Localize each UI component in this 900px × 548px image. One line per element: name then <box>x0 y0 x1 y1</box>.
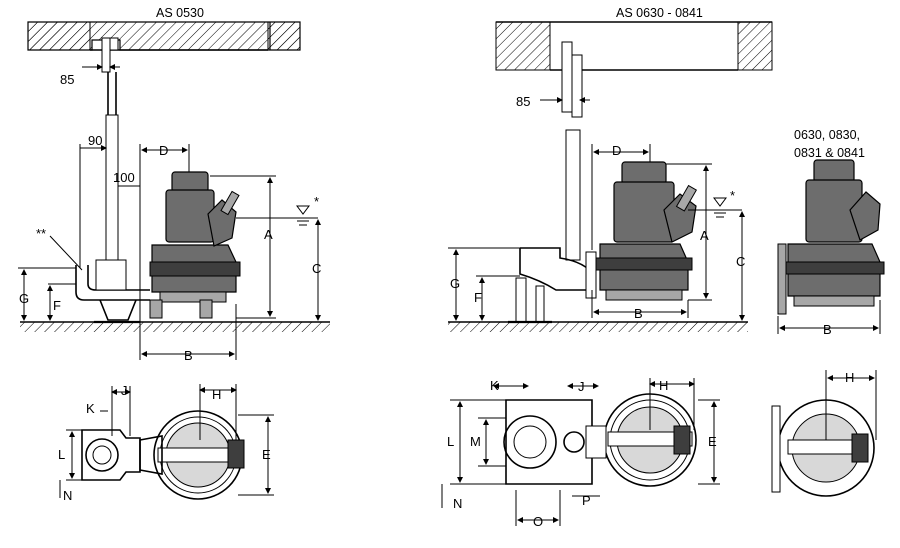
dim-k-right-label: K <box>490 378 499 393</box>
ceiling-slab-right <box>495 21 773 71</box>
top-view-as0530: H J K L E N <box>58 383 274 503</box>
dim-d-right-label: D <box>612 143 621 158</box>
dim-g-label: G <box>19 291 29 306</box>
dim-l-right-label: L <box>447 434 454 449</box>
dim-j-right-label: J <box>578 379 585 394</box>
pump-body-as0630 <box>595 161 698 301</box>
pump-body-as0530 <box>149 171 241 319</box>
side-view-as0630: AS 0630 - 0841 85 D <box>448 6 773 332</box>
dim-n-left-label: N <box>63 488 72 503</box>
dim-e-left-label: E <box>262 447 271 462</box>
dim-o-right-label: O <box>533 514 543 529</box>
dim-85-label: 85 <box>60 72 74 87</box>
dim-b-right-label: B <box>634 306 643 321</box>
dim-a-right-label: A <box>700 228 709 243</box>
dim-90-label: 90 <box>88 133 102 148</box>
top-view-variant: H <box>771 370 877 497</box>
dim-d-label: D <box>159 143 168 158</box>
title-as0630-0841: AS 0630 - 0841 <box>616 6 703 20</box>
double-star-note: ** <box>36 226 46 241</box>
top-view-as0630: K J H L M E N O P <box>441 378 720 529</box>
dim-l-left-label: L <box>58 447 65 462</box>
dim-j-left-label: J <box>121 383 128 398</box>
dim-c-label: C <box>312 261 321 276</box>
dim-f-label: F <box>53 298 61 313</box>
discharge-pipe-as0530 <box>75 259 150 324</box>
dim-g-right-label: G <box>450 276 460 291</box>
star-note: * <box>314 194 319 209</box>
side-view-variant: 0630, 0830, 0831 & 0841 B <box>777 128 885 337</box>
dim-m-right-label: M <box>470 434 481 449</box>
star-note-right: * <box>730 188 735 203</box>
dim-100-label: 100 <box>113 170 135 185</box>
dim-f-right-label: F <box>474 290 482 305</box>
dim-k-left-label: K <box>86 401 95 416</box>
dim-85-right-label: 85 <box>516 94 530 109</box>
side-view-as0530: AS 0530 85 90 100 D <box>18 6 330 363</box>
dim-h-right-label: H <box>659 378 668 393</box>
variant-title-line1: 0630, 0830, <box>794 128 860 142</box>
dim-h-variant-label: H <box>845 370 854 385</box>
dim-b-variant-label: B <box>823 322 832 337</box>
dim-c-right-label: C <box>736 254 745 269</box>
dim-p-right-label: P <box>582 493 591 508</box>
dim-b-label: B <box>184 348 193 363</box>
floor-left <box>20 322 330 332</box>
title-as0530: AS 0530 <box>156 6 204 20</box>
ceiling-slab <box>27 21 301 51</box>
dim-a-label: A <box>264 227 273 242</box>
discharge-pipe-as0630 <box>508 247 597 324</box>
floor-right <box>448 322 748 332</box>
guide-rail <box>101 37 119 266</box>
variant-title-line2: 0831 & 0841 <box>794 146 865 160</box>
dim-n-right-label: N <box>453 496 462 511</box>
guide-rail-right <box>561 41 583 261</box>
dim-h-left-label: H <box>212 387 221 402</box>
dim-e-right-label: E <box>708 434 717 449</box>
